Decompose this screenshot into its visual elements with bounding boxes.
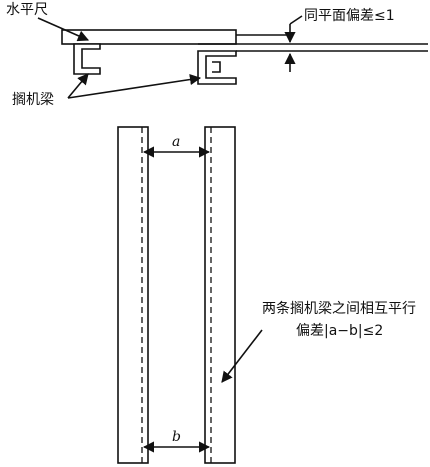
beam-leader-left	[67, 73, 89, 99]
left-beam-plan	[117, 126, 149, 464]
section-view	[37, 15, 428, 99]
parallel-note-line2: 偏差|a−b|≤2	[296, 323, 383, 339]
dimension-a-label: a	[172, 134, 180, 150]
level-ruler-leader	[37, 17, 90, 42]
parallel-note-line1: 两条搁机梁之间相互平行	[262, 300, 416, 317]
left-beam-section	[73, 43, 101, 75]
machine-beam-label: 搁机梁	[12, 92, 54, 108]
same-plane-tolerance-label: 同平面偏差≤1	[304, 8, 395, 24]
parallel-note-leader	[221, 329, 263, 383]
plan-view	[117, 126, 263, 464]
level-ruler-shape	[61, 29, 237, 45]
right-beam-section	[197, 50, 237, 85]
level-ruler-label: 水平尺	[6, 2, 48, 18]
right-beam-lip	[212, 61, 221, 73]
beam-leader-right	[67, 73, 202, 99]
right-beam-plan	[204, 126, 236, 464]
dimension-b-label: b	[172, 429, 181, 445]
tolerance-leader	[289, 15, 303, 25]
